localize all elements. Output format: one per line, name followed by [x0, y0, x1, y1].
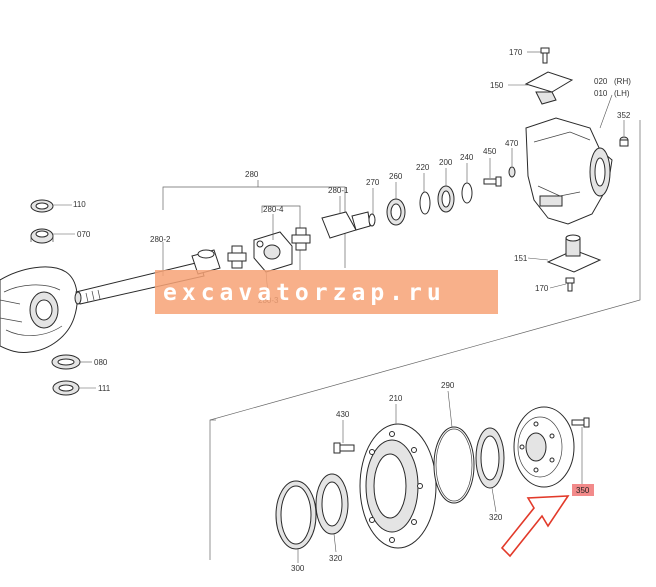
label-350: 350 [576, 486, 590, 495]
seal-111 [52, 380, 80, 396]
seal-300 [275, 480, 317, 550]
label-200: 200 [439, 158, 453, 167]
hub-210 [359, 423, 437, 549]
label-280-1: 280-1 [328, 186, 349, 195]
label-260: 260 [389, 172, 403, 181]
snap-ring-270 [368, 213, 376, 227]
ring-240 [461, 182, 473, 204]
steering-knuckle [525, 117, 613, 225]
label-430: 430 [336, 410, 350, 419]
bearing-080 [51, 354, 81, 370]
bearing-200 [437, 185, 455, 213]
joint-yoke-right-280-1 [321, 211, 371, 239]
label-300: 300 [291, 564, 305, 573]
seal-260 [386, 198, 406, 226]
label-170-top: 170 [509, 48, 523, 57]
axle-housing [0, 266, 78, 353]
label-080: 080 [94, 358, 108, 367]
label-010: 010 [594, 89, 608, 98]
label-280-2: 280-2 [150, 235, 171, 244]
label-010-side: (LH) [614, 89, 630, 98]
label-020: 020 [594, 77, 608, 86]
watermark: excavatorzap.ru [155, 270, 498, 314]
label-070: 070 [77, 230, 91, 239]
watermark-text: excavatorzap.ru [163, 280, 446, 306]
label-170-bottom: 170 [535, 284, 549, 293]
bolt-170-top [540, 47, 550, 64]
o-ring-290 [433, 426, 475, 504]
label-280: 280 [245, 170, 259, 179]
ring-gear [513, 406, 575, 488]
joint-cross-left [227, 245, 247, 269]
bolt-450 [483, 176, 502, 187]
label-220: 220 [416, 163, 430, 172]
pin-352 [619, 136, 629, 147]
joint-yoke-left [191, 249, 221, 275]
label-151: 151 [514, 254, 528, 263]
label-320-right: 320 [489, 513, 503, 522]
label-470: 470 [505, 139, 519, 148]
label-280-4: 280-4 [263, 205, 284, 214]
label-150: 150 [490, 81, 504, 90]
bolt-350 [571, 417, 590, 428]
cap-151 [546, 234, 602, 273]
label-450: 450 [483, 147, 497, 156]
highlight-350: 350 [572, 427, 594, 496]
snap-ring-220 [419, 191, 431, 215]
joint-center-280-4 [253, 231, 293, 273]
label-270: 270 [366, 178, 380, 187]
bolt-430 [333, 442, 355, 454]
label-210: 210 [389, 394, 403, 403]
label-320-left: 320 [329, 554, 343, 563]
label-111: 111 [98, 384, 111, 393]
bearing-320-left [315, 473, 349, 535]
label-352: 352 [617, 111, 631, 120]
bushing-470 [508, 166, 516, 178]
label-020-side: (RH) [614, 77, 631, 86]
seal-110 [30, 199, 54, 213]
bearing-070 [30, 228, 54, 244]
label-240: 240 [460, 153, 474, 162]
bearing-320-right [475, 427, 505, 489]
bolt-170-bottom [565, 277, 575, 292]
joint-cross-right [291, 227, 311, 251]
cap-150 [524, 71, 574, 105]
label-290: 290 [441, 381, 455, 390]
pointer-arrow [500, 495, 570, 558]
label-110: 110 [73, 200, 86, 209]
